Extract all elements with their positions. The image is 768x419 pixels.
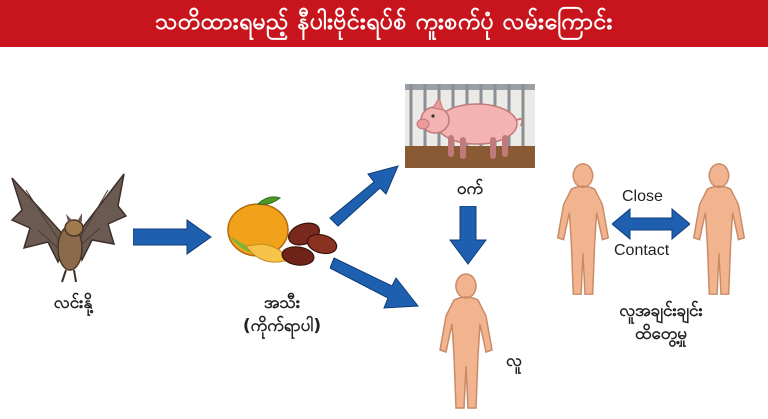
fruit-label: အသီး (ကိုက်ရာပါ) bbox=[222, 292, 342, 338]
contact-text: Contact bbox=[614, 242, 670, 259]
human-figure-icon bbox=[439, 273, 493, 409]
close-text: Close bbox=[622, 188, 663, 205]
bat-label: လင်းနို့ bbox=[53, 293, 93, 313]
pig-icon bbox=[405, 84, 535, 168]
fruit-label-line2: (ကိုက်ရာပါ) bbox=[242, 315, 322, 336]
pig-label: ဝက် bbox=[456, 179, 484, 199]
title-banner: သတိထားရမည့် နီပါးဗိုင်းရပ်စ် ကူးစက်ပုံ လ… bbox=[0, 0, 768, 47]
arrow-fruit-to-pig bbox=[329, 165, 399, 227]
contact-label-line1: လူအချင်းချင်း bbox=[619, 301, 703, 321]
fruit-icon bbox=[227, 196, 338, 266]
arrow-pig-to-human bbox=[449, 206, 487, 265]
human-label: လူ bbox=[506, 351, 522, 371]
arrow-fruit-to-human bbox=[330, 257, 419, 309]
bat-icon bbox=[10, 173, 128, 283]
page-title: သတိထားရမည့် နီပါးဗိုင်းရပ်စ် ကူးစက်ပုံ လ… bbox=[155, 8, 613, 35]
double-arrow-icon bbox=[612, 208, 690, 240]
human-right-icon bbox=[692, 163, 746, 295]
contact-label: လူအချင်းချင်း ထိတွေ့မှု bbox=[596, 300, 726, 346]
arrow-bat-to-fruit bbox=[133, 219, 212, 255]
fruit-label-line1: အသီး bbox=[263, 293, 301, 313]
contact-label-line2: ထိတွေ့မှု bbox=[635, 323, 687, 344]
human-left-icon bbox=[556, 163, 610, 295]
